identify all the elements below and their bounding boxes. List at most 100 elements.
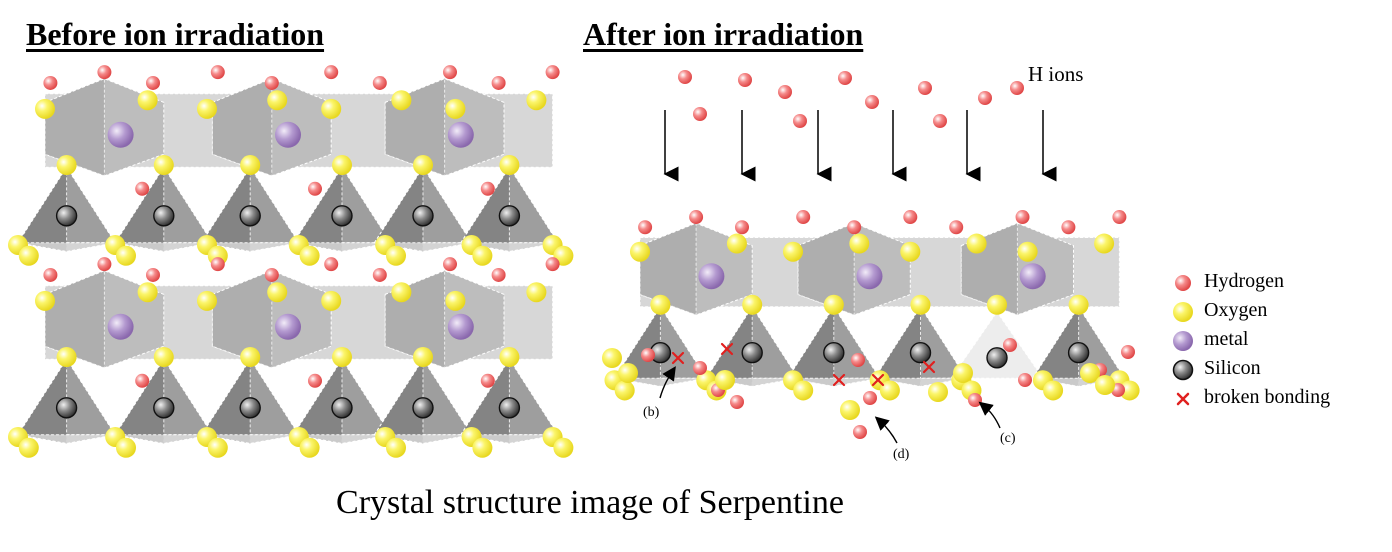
- hydrogen-atom: [491, 75, 506, 90]
- oxygen-atom: [332, 347, 352, 368]
- after-irradiation-heading: After ion irradiation: [583, 16, 864, 52]
- oxygen-atom: [18, 437, 39, 458]
- oxygen-atom: [928, 382, 948, 402]
- hydrogen-atom: [1015, 210, 1030, 225]
- octahedron-face: [639, 222, 697, 316]
- silicon-atom: [331, 205, 353, 227]
- hydrogen-atom: [324, 65, 339, 80]
- hydrogen-atom: [933, 114, 947, 128]
- annotation-label-c: (c): [1000, 431, 1016, 446]
- oxygen-atom: [56, 347, 77, 368]
- ion-arrows: [663, 110, 1057, 387]
- oxygen-atom: [18, 245, 39, 266]
- hydrogen-atom: [43, 267, 58, 282]
- oxygen-atom: [386, 245, 406, 266]
- hydrogen-atom: [738, 73, 752, 87]
- annotation-pointer-b: [659, 366, 676, 399]
- oxygen-atom: [299, 245, 320, 266]
- broken-bond-cross-icon: [922, 360, 936, 374]
- hydrogen-atom: [641, 348, 655, 362]
- oxygen-atom: [849, 233, 870, 254]
- oxygen-atom: [900, 241, 921, 262]
- damaged-tetrahedron: [950, 311, 1044, 379]
- silicon-atom: [153, 397, 175, 419]
- oxygen-atom: [137, 282, 158, 303]
- oxygen-atom: [116, 245, 136, 266]
- metal-atom: [107, 313, 134, 340]
- oxygen-atom: [56, 155, 77, 176]
- broken-bond-cross-icon: [720, 342, 734, 356]
- silicon-atom: [239, 397, 261, 419]
- hydrogen-atom: [638, 220, 653, 235]
- tetrahedron-face: [787, 305, 835, 387]
- silicon-sphere-icon: [1172, 359, 1194, 381]
- oxygen-atom: [332, 155, 352, 176]
- broken-bond-cross-icon: [832, 373, 846, 387]
- hydrogen-atom: [689, 210, 704, 225]
- hydrogen-atom: [372, 75, 387, 90]
- oxygen-atom: [137, 90, 158, 111]
- hydrogen-atom: [146, 267, 160, 282]
- tetrahedron-base: [374, 434, 472, 444]
- oxygen-atom: [526, 90, 547, 111]
- oxygen-atom: [783, 241, 803, 262]
- hydrogen-atom: [796, 210, 811, 225]
- hydrogen-atom: [308, 181, 322, 196]
- metal-atom: [1019, 263, 1046, 290]
- silicon-atom: [239, 205, 261, 227]
- oxygen-atom: [1080, 363, 1100, 383]
- broken-bond-cross: [671, 351, 685, 365]
- oxygen-atom: [553, 437, 574, 458]
- legend-label-broken-bonding: broken bonding: [1204, 386, 1331, 408]
- legend-label-metal: metal: [1204, 328, 1249, 350]
- before-irradiation-heading: Before ion irradiation: [26, 16, 325, 52]
- hydrogen-atom: [903, 210, 918, 225]
- hydrogen-atom: [693, 107, 707, 121]
- oxygen-atom: [321, 98, 342, 119]
- hydrogen-atom: [443, 257, 457, 272]
- metal-atom: [107, 121, 134, 148]
- hydrogen-atom: [545, 65, 560, 80]
- hydrogen-atom: [491, 267, 506, 282]
- annotation-label-d: (d): [893, 447, 910, 462]
- hydrogen-atom: [838, 71, 852, 85]
- oxygen-atom: [1068, 294, 1089, 315]
- silicon-atom: [55, 205, 78, 227]
- silicon-atom: [823, 342, 845, 364]
- legend-label-oxygen: Oxygen: [1204, 299, 1268, 321]
- oxygen-atom: [823, 294, 844, 315]
- oxygen-atom: [1043, 380, 1064, 401]
- oxygen-atom: [499, 347, 520, 368]
- oxygen-atom: [153, 347, 174, 368]
- hydrogen-atom: [778, 85, 792, 99]
- oxygen-atom: [197, 98, 217, 119]
- hydrogen-atom: [865, 95, 879, 109]
- hydrogen-atom: [210, 257, 225, 272]
- hydrogen-atom: [793, 114, 807, 128]
- broken-bond-cross-icon: [671, 351, 685, 365]
- hydrogen-atom: [264, 267, 279, 282]
- legend-item-hydrogen: Hydrogen: [1172, 270, 1382, 296]
- metal-atom: [447, 313, 474, 340]
- hydrogen-atom: [97, 65, 112, 80]
- annotations: (b)(c)(d): [643, 366, 1016, 462]
- oxygen-atom: [953, 363, 973, 383]
- oxygen-atom: [240, 155, 261, 176]
- hydrogen-atom: [851, 353, 865, 367]
- oxygen-atom: [299, 437, 320, 458]
- oxygen-atom: [240, 347, 261, 368]
- oxygen-atom: [618, 363, 638, 383]
- metal-atom: [275, 121, 301, 148]
- oxygen-atom: [742, 294, 763, 315]
- hydrogen-atom: [480, 373, 495, 388]
- oxygen-atom: [650, 294, 671, 315]
- hydrogen-atom: [678, 70, 692, 84]
- oxygen-atom: [793, 380, 814, 401]
- oxygen-atom: [445, 290, 466, 311]
- broken-bond-cross-icon: [871, 373, 885, 387]
- hydrogen-atom: [968, 393, 982, 407]
- oxygen-atom: [1017, 241, 1038, 262]
- hydrogen-atom: [1112, 210, 1127, 225]
- tetrahedron-base: [17, 242, 116, 252]
- metal-sphere-icon: [1173, 331, 1193, 351]
